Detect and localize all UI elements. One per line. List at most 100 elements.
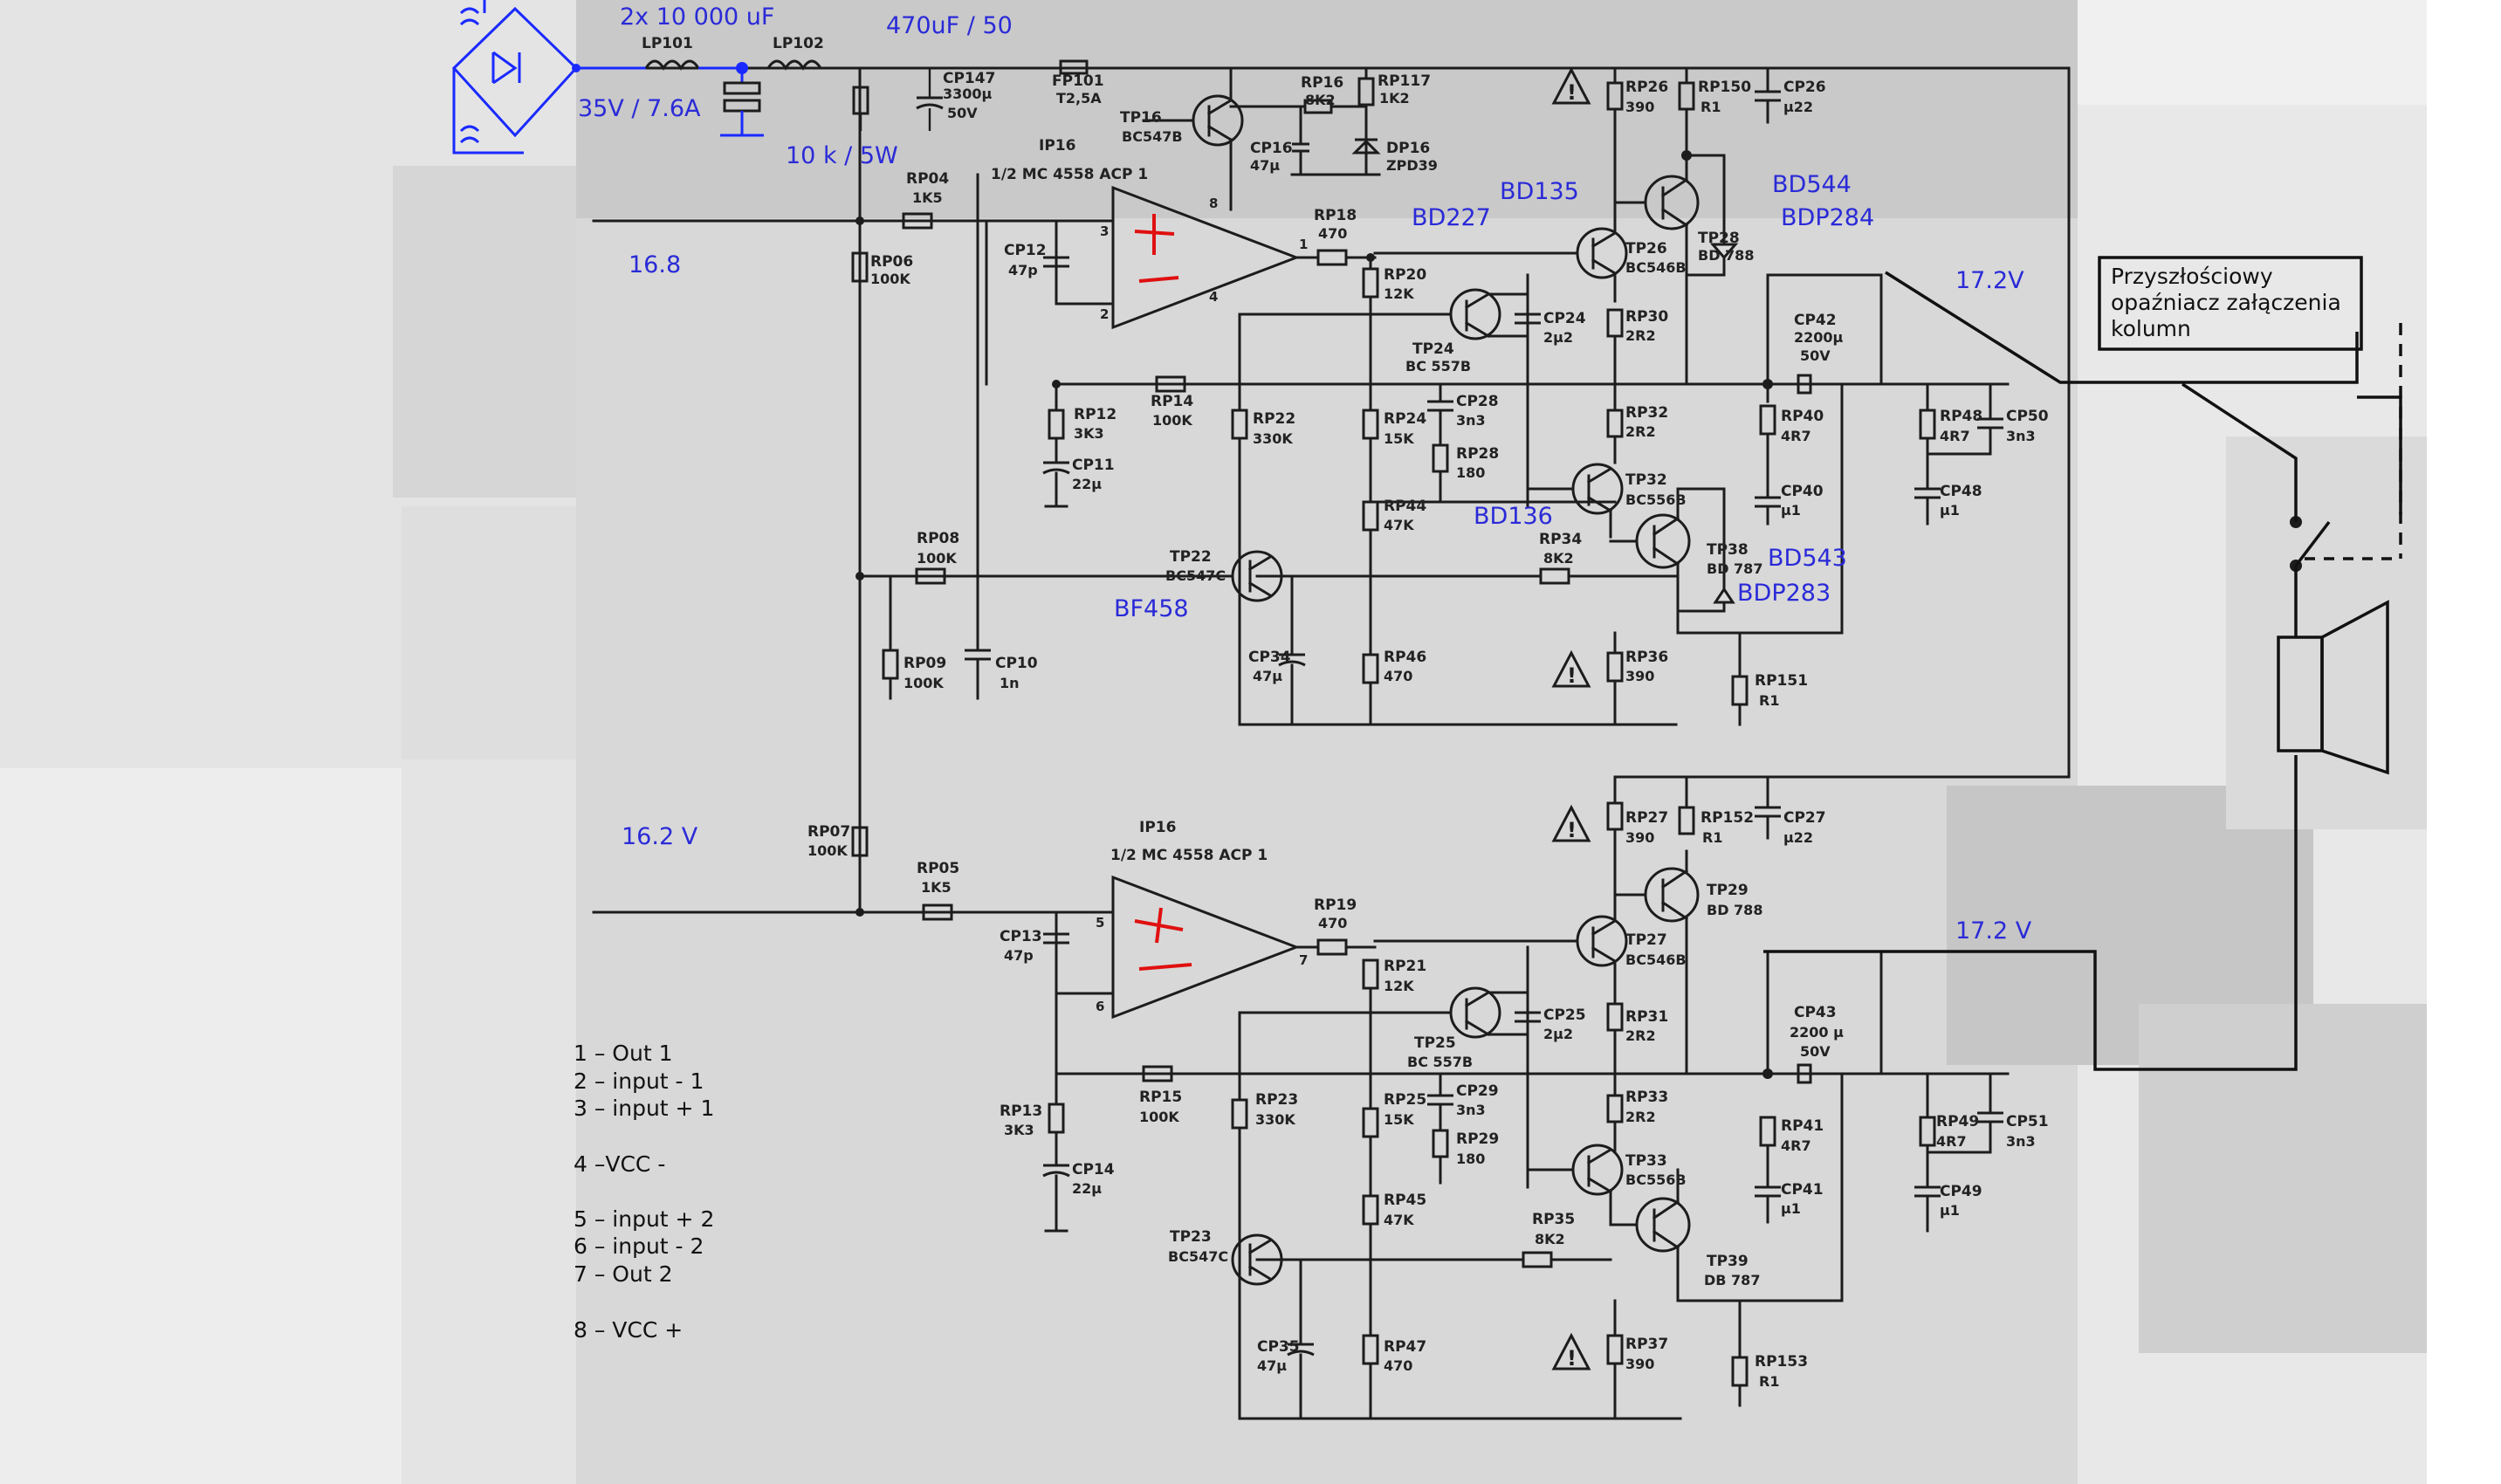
ref-cp10: CP10	[995, 655, 1038, 672]
tp24-symbol	[1449, 288, 1501, 340]
val-rp29: 180	[1456, 1151, 1485, 1167]
warning-mark-2: !	[1567, 663, 1577, 688]
bg-grey-block-1	[393, 166, 594, 498]
val-cp16: 47µ	[1250, 157, 1280, 174]
bdp283-label: BDP283	[1737, 580, 1831, 607]
val-rp30: 2R2	[1625, 327, 1656, 344]
val-rp32: 2R2	[1625, 423, 1656, 440]
voltage-out2-label: 17.2 V	[1955, 917, 2032, 945]
val-cp42: 2200µ	[1794, 329, 1844, 346]
ref-rp35: RP35	[1532, 1211, 1575, 1228]
val-cp51: 3n3	[2006, 1133, 2036, 1150]
pinout-6: 6 – input - 2	[574, 1233, 704, 1259]
ref-cp27: CP27	[1783, 809, 1826, 827]
ref-rp16: RP16	[1301, 74, 1343, 92]
val-rp33: 2R2	[1625, 1109, 1656, 1125]
val-rp46: 470	[1384, 668, 1412, 684]
ref-rp40: RP40	[1781, 408, 1824, 425]
val-rp153: R1	[1759, 1373, 1779, 1390]
val-rp19: 470	[1318, 915, 1347, 931]
val-rp20: 12K	[1384, 285, 1414, 302]
ref-cp51: CP51	[2006, 1113, 2049, 1130]
ref-cp40: CP40	[1781, 483, 1824, 500]
ref-rp49: RP49	[1936, 1113, 1979, 1130]
val-rp151: R1	[1759, 692, 1779, 709]
pinout-legend: 1 – Out 1 2 – input - 1 3 – input + 1 4 …	[574, 1041, 714, 1343]
ref-cp12: CP12	[1004, 242, 1047, 259]
ref-ip16-2: IP16	[1139, 819, 1176, 836]
ref-rp33: RP33	[1625, 1089, 1668, 1106]
val-tp16: BC547B	[1122, 128, 1183, 145]
fuse-cap-label: 470uF / 50	[886, 12, 1013, 39]
pinout-3: 3 – input + 1	[574, 1096, 714, 1121]
ref-tp25: TP25	[1414, 1034, 1456, 1052]
val-cp35: 47µ	[1257, 1357, 1287, 1374]
bg-light-top-right	[2078, 0, 2427, 105]
ref-tp39: TP39	[1707, 1253, 1749, 1270]
ref-tp33: TP33	[1625, 1152, 1667, 1170]
val-rp49: 4R7	[1936, 1133, 1967, 1150]
val-tp22: BC547C	[1165, 567, 1226, 584]
bg-white-edge	[2427, 0, 2501, 1484]
ref-rp26: RP26	[1625, 79, 1668, 96]
ref-rp152: RP152	[1701, 809, 1754, 827]
val-rp22: 330K	[1253, 430, 1293, 447]
ref-rp150: RP150	[1698, 79, 1751, 96]
ref-dp16: DP16	[1386, 140, 1430, 157]
val-tp39: DB 787	[1704, 1272, 1760, 1288]
val-tp33: BC556B	[1625, 1171, 1687, 1188]
val-rp26: 390	[1625, 99, 1654, 115]
ref-tp23: TP23	[1170, 1228, 1212, 1246]
warning-marks: ! ! ! !	[1567, 80, 1577, 1371]
pinout-7: 7 – Out 2	[574, 1261, 672, 1287]
val-rp36: 390	[1625, 668, 1654, 684]
ref-rp41: RP41	[1781, 1117, 1824, 1135]
val-rp35: 8K2	[1535, 1231, 1565, 1247]
pin-2: 2	[1100, 306, 1109, 322]
ref-cp24: CP24	[1543, 310, 1586, 327]
ref-cp35: CP35	[1257, 1338, 1300, 1356]
delay-note-text: Przyszłościowy opaźniacz załączenia kolu…	[2111, 264, 2341, 341]
val-rp09: 100K	[904, 675, 944, 691]
val-fp101: T2,5A	[1056, 90, 1102, 106]
delay-note-line-1: Przyszłościowy	[2111, 264, 2273, 289]
warning-mark-1: !	[1567, 80, 1577, 105]
ref-cp43: CP43	[1794, 1004, 1837, 1021]
channel-1	[592, 66, 2010, 726]
opamp-2-symbol	[1111, 875, 1301, 1020]
ref-lp101: LP101	[642, 35, 693, 52]
ref-cp28: CP28	[1456, 393, 1499, 410]
ref-tp27: TP27	[1625, 931, 1667, 949]
val-rp16: 8K2	[1305, 92, 1336, 108]
val-cp11: 22µ	[1072, 476, 1102, 492]
ref-ip16-1: IP16	[1039, 137, 1075, 155]
ref-tp22: TP22	[1170, 548, 1212, 566]
val-rp41: 4R7	[1781, 1137, 1811, 1154]
ref-cp26: CP26	[1783, 79, 1826, 96]
pin-1: 1	[1299, 237, 1308, 252]
speaker-delay-drawing	[1763, 256, 2402, 1071]
val-rp152: R1	[1702, 829, 1722, 846]
val-cp14: 22µ	[1072, 1180, 1102, 1197]
val-cp10: 1n	[1000, 675, 1020, 691]
ref-cp34: CP34	[1248, 649, 1291, 666]
val-tp25: BC 557B	[1407, 1054, 1473, 1070]
ref-rp07: RP07	[807, 823, 850, 841]
ref-rp14: RP14	[1151, 393, 1193, 410]
val-rp23: 330K	[1255, 1111, 1295, 1128]
pinout-8: 8 – VCC +	[574, 1317, 683, 1343]
bd543-label: BD543	[1768, 545, 1847, 572]
ref-cp48: CP48	[1940, 483, 1982, 500]
delay-note-line-3: kolumn	[2111, 316, 2191, 341]
ref-rp13: RP13	[1000, 1103, 1042, 1120]
ref-cp14: CP14	[1072, 1161, 1115, 1178]
ref-rp24: RP24	[1384, 410, 1426, 428]
val-cp26: µ22	[1783, 99, 1813, 115]
speaker-icon	[2277, 636, 2324, 752]
ref-cp16: CP16	[1250, 140, 1293, 157]
tp39-symbol	[1635, 1197, 1691, 1253]
val-rp48: 4R7	[1940, 428, 1970, 444]
val-cp27: µ22	[1783, 829, 1813, 846]
blue-annotations: 2x 10 000 uF 470uF / 50 35V / 7.6A 10 k …	[578, 3, 2032, 945]
